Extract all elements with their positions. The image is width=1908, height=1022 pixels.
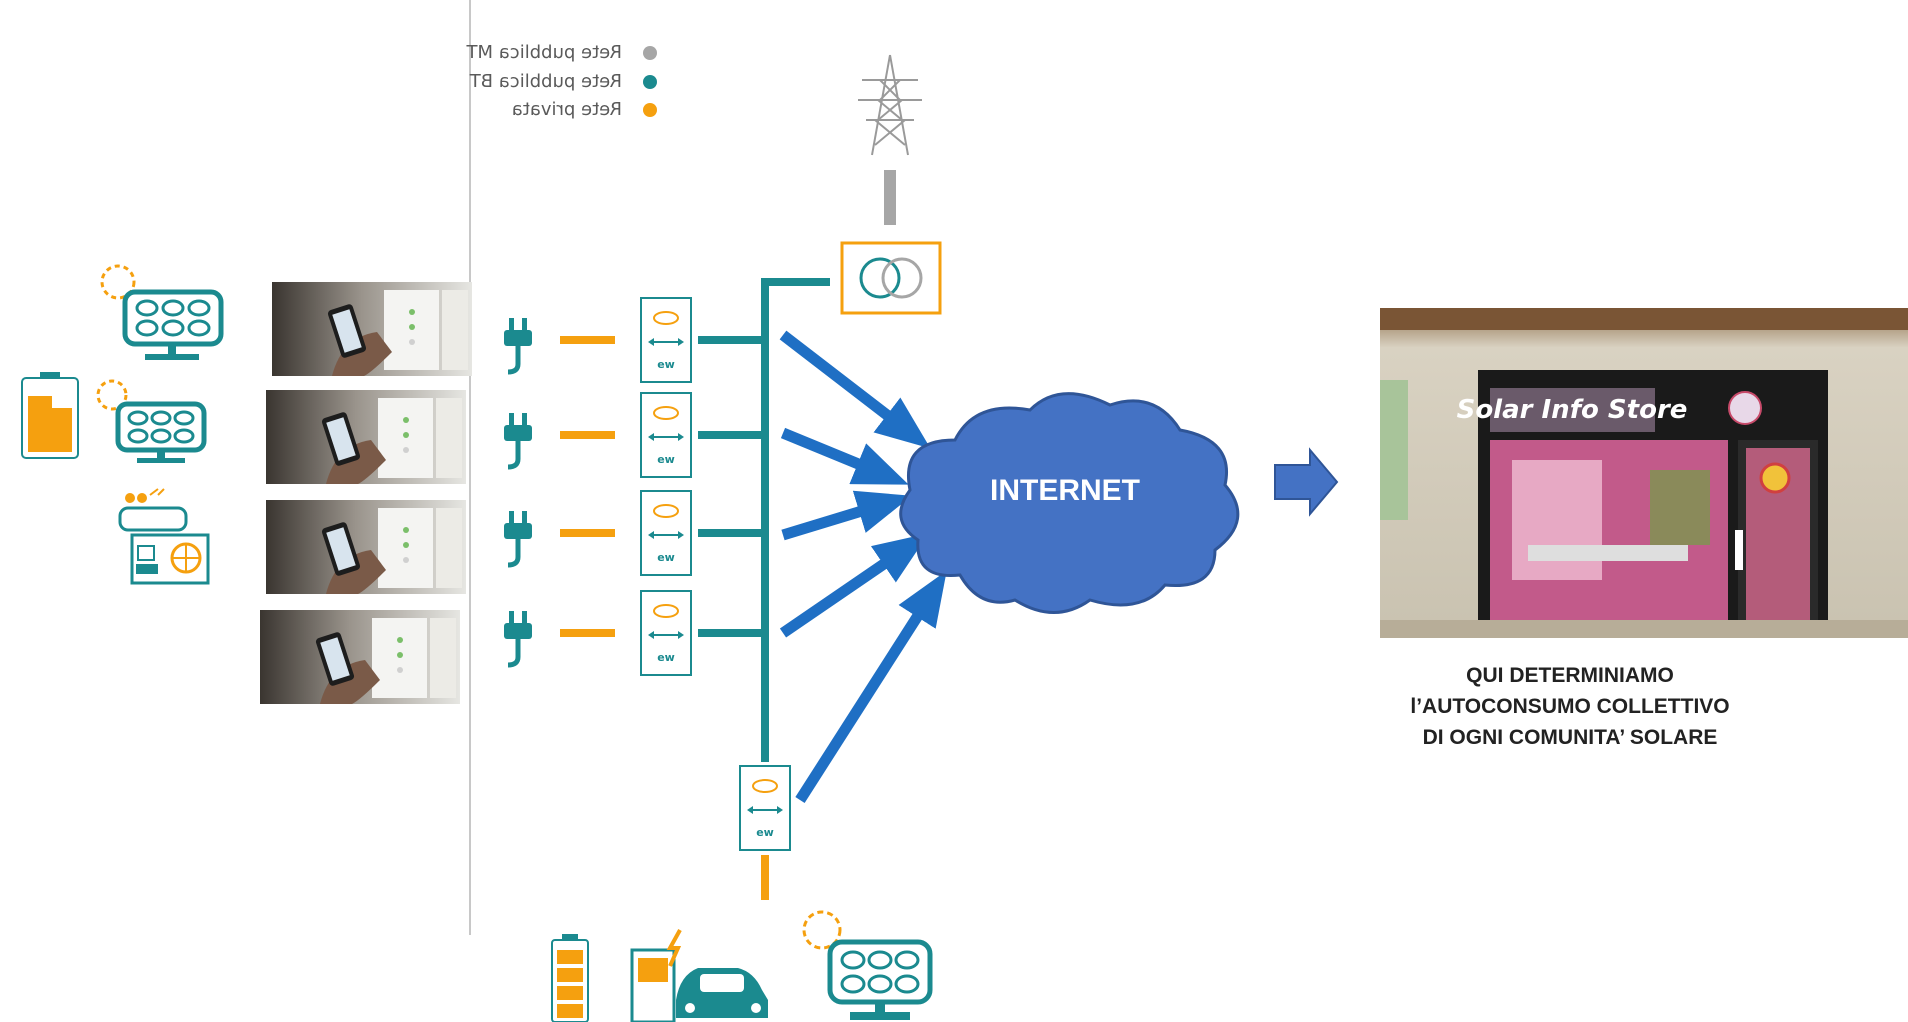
data-arrow — [779, 533, 929, 638]
smart-meter-photo — [272, 282, 472, 376]
arrow-to-store — [1274, 447, 1339, 517]
solar-panel-icon — [802, 910, 933, 1020]
heat-pump-icon — [118, 488, 210, 585]
transformer-icon — [840, 241, 942, 315]
internet-cloud: INTERNET — [899, 392, 1240, 614]
legend-label-bt: Rete pubblica BT — [469, 71, 622, 92]
legend-label-mt: Rete pubblica MT — [466, 42, 622, 63]
legend-dot-bt — [643, 75, 657, 89]
meter-icon — [739, 765, 791, 851]
legend-dot-private — [643, 103, 657, 117]
plug-icon — [504, 511, 532, 565]
plug-icon — [504, 611, 532, 665]
battery-icon — [21, 372, 79, 459]
cloud-label: INTERNET — [990, 474, 1140, 507]
meter-icon — [640, 297, 692, 383]
store-sign: Solar Info Store — [1457, 395, 1688, 425]
solar-panel-icon — [96, 379, 207, 463]
private-lines — [560, 336, 769, 900]
solar-panel-icon — [100, 264, 224, 360]
smart-meter-photo — [266, 390, 466, 484]
store-caption: QUI DETERMINIAMO l’AUTOCONSUMO COLLETTIV… — [1390, 660, 1750, 753]
meter-icon — [640, 392, 692, 478]
legend: Rete pubblica MT Rete pubblica BT Rete p… — [466, 42, 657, 120]
caption-line: l’AUTOCONSUMO COLLETTIVO — [1410, 695, 1730, 718]
meter-icon — [640, 590, 692, 676]
data-arrow — [780, 427, 909, 485]
smart-meter-photo — [260, 610, 460, 704]
plug-icon — [504, 413, 532, 467]
power-pylon-icon — [858, 54, 922, 156]
data-arrow — [781, 490, 912, 541]
caption-line: DI OGNI COMUNITA’ SOLARE — [1422, 726, 1718, 749]
store-photo: Solar Info Store — [1380, 308, 1908, 638]
legend-label-private: Rete privata — [512, 99, 622, 120]
battery-icon — [551, 934, 589, 1022]
plug-icon — [504, 318, 532, 372]
data-arrow — [779, 330, 931, 449]
data-arrows — [779, 330, 947, 803]
legend-dot-mt — [643, 46, 657, 60]
ev-charger-car-icon — [630, 929, 768, 1022]
bt-bus — [698, 278, 830, 762]
data-arrow — [795, 570, 947, 803]
meter-icon — [640, 490, 692, 576]
caption-line: QUI DETERMINIAMO — [1466, 664, 1674, 687]
smart-meter-photo — [266, 500, 466, 594]
